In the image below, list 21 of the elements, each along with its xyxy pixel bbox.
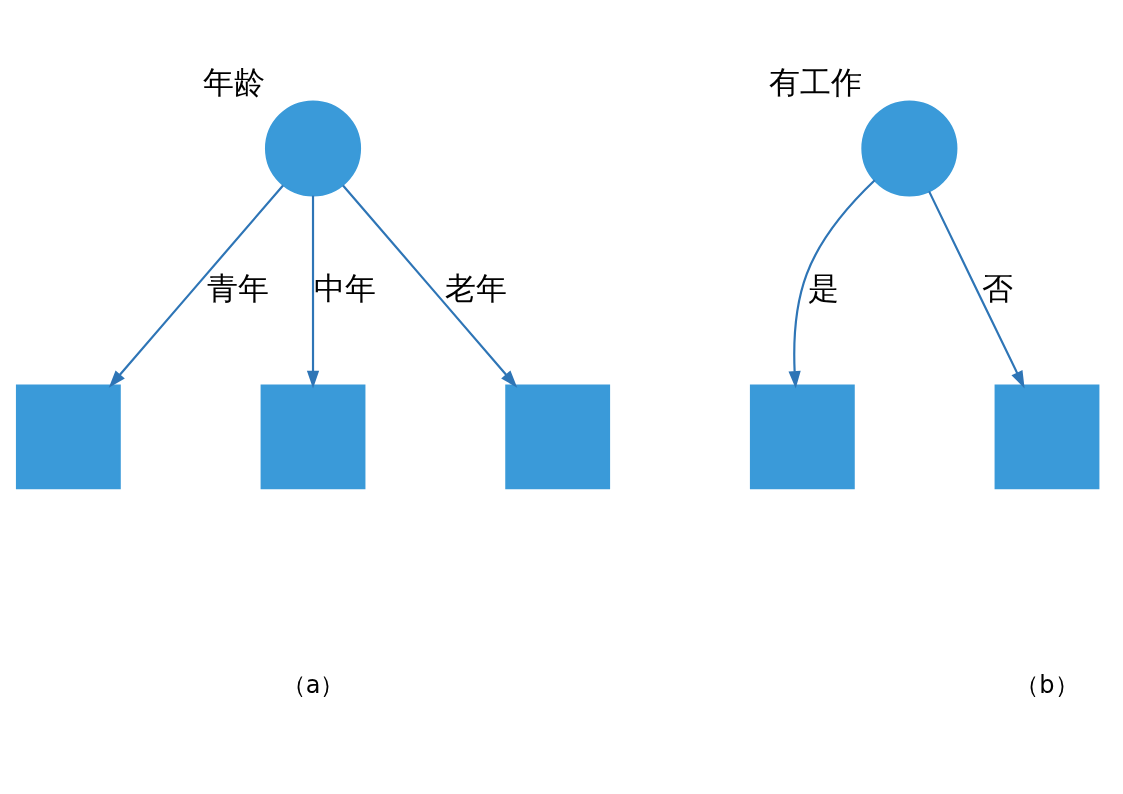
node-circle <box>264 99 362 197</box>
node-box <box>260 383 366 489</box>
label: （b） <box>1015 670 1079 699</box>
edge-label: 否 <box>982 270 1014 306</box>
edge-label: 是 <box>807 270 839 306</box>
node-box <box>505 383 611 489</box>
edge-label: 中年 <box>313 270 376 306</box>
node-circle <box>861 99 958 197</box>
arrow <box>306 195 320 388</box>
node-box <box>15 383 121 489</box>
edge-label: 青年 <box>206 270 269 306</box>
edge-label: 老年 <box>444 270 507 306</box>
arrow <box>342 184 518 388</box>
node-label: 有工作 <box>768 64 862 100</box>
arrow <box>108 184 284 388</box>
label: （a） <box>281 670 345 699</box>
node-box <box>994 383 1100 489</box>
arrow <box>788 178 876 389</box>
node-box <box>749 383 855 489</box>
node-label: 年龄 <box>203 64 266 100</box>
arrow <box>928 190 1025 388</box>
